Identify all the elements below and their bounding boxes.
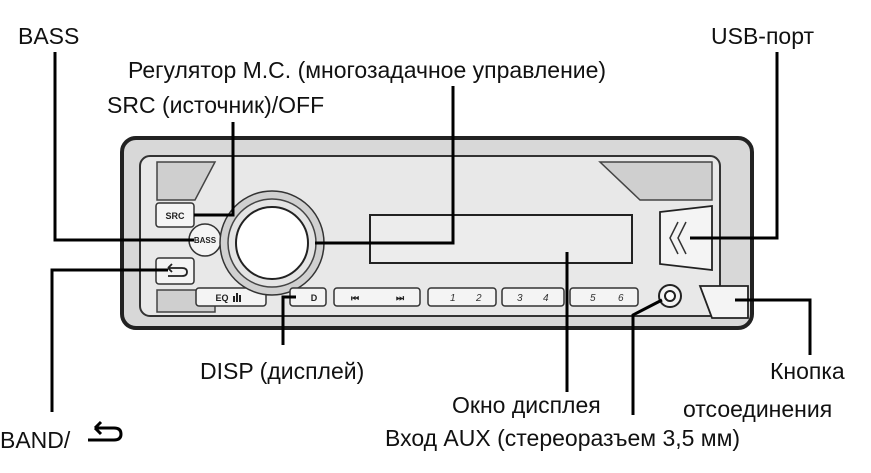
return-arrow-icon bbox=[88, 420, 123, 442]
label-src-off: SRC (источник)/OFF bbox=[107, 92, 324, 118]
leader-disp bbox=[281, 295, 296, 345]
leader-lines bbox=[50, 52, 812, 415]
label-bass: BASS bbox=[18, 23, 79, 49]
leader-bass bbox=[53, 52, 194, 242]
leader-detach bbox=[735, 298, 812, 355]
preset-label: 1 bbox=[450, 293, 456, 304]
leader-mc bbox=[315, 86, 455, 245]
label-disp: DISP (дисплей) bbox=[200, 358, 364, 384]
usb-cover-icon[interactable] bbox=[659, 204, 713, 272]
label-mc-control: Регулятор M.C. (многозадачное управление… bbox=[128, 57, 606, 83]
label-band: BAND/ bbox=[0, 427, 71, 453]
callout-labels: BASS Регулятор M.C. (многозадачное управ… bbox=[0, 23, 845, 453]
preset-label: 6 bbox=[618, 293, 624, 304]
src-button-label: SRC bbox=[165, 211, 185, 221]
equalizer-bars-icon bbox=[233, 293, 241, 302]
bass-button-label: BASS bbox=[194, 236, 217, 245]
aux-jack-icon[interactable] bbox=[658, 284, 682, 308]
head-unit: SRC BASS EQ D ⏮ ⏭ bbox=[120, 136, 754, 330]
label-display-window: Окно дисплея bbox=[452, 392, 601, 418]
preset-button-1-2[interactable] bbox=[427, 287, 497, 307]
top-bevel-right bbox=[598, 161, 713, 201]
label-aux: Вход AUX (стереоразъем 3,5 мм) bbox=[385, 425, 740, 451]
display-window bbox=[369, 214, 633, 264]
detach-button[interactable] bbox=[698, 285, 749, 319]
leader-band bbox=[50, 268, 168, 412]
leader-aux bbox=[631, 298, 663, 415]
preset-button-3-4[interactable] bbox=[501, 287, 565, 307]
leader-src bbox=[194, 122, 235, 217]
next-track-icon: ⏭ bbox=[396, 293, 405, 303]
preset-buttons: 1 2 3 4 5 6 bbox=[427, 287, 639, 307]
top-bevel-left bbox=[156, 161, 217, 201]
label-usb-port: USB-порт bbox=[711, 23, 814, 49]
return-arrow-icon bbox=[167, 263, 188, 277]
preset-label: 3 bbox=[517, 293, 523, 304]
disp-button-label: D bbox=[311, 293, 318, 303]
eq-button[interactable] bbox=[195, 287, 267, 307]
preset-label: 5 bbox=[590, 293, 596, 304]
prev-track-icon: ⏮ bbox=[351, 293, 359, 303]
label-detach-line1: Кнопка bbox=[770, 358, 845, 384]
leader-usb bbox=[690, 52, 779, 240]
preset-button-5-6[interactable] bbox=[569, 287, 639, 307]
mc-dial[interactable] bbox=[219, 190, 325, 296]
eq-button-label: EQ bbox=[215, 293, 228, 303]
preset-label: 4 bbox=[543, 293, 549, 304]
track-buttons[interactable] bbox=[333, 287, 421, 307]
label-detach-line2: отсоединения bbox=[683, 396, 832, 422]
preset-label: 2 bbox=[475, 293, 482, 304]
